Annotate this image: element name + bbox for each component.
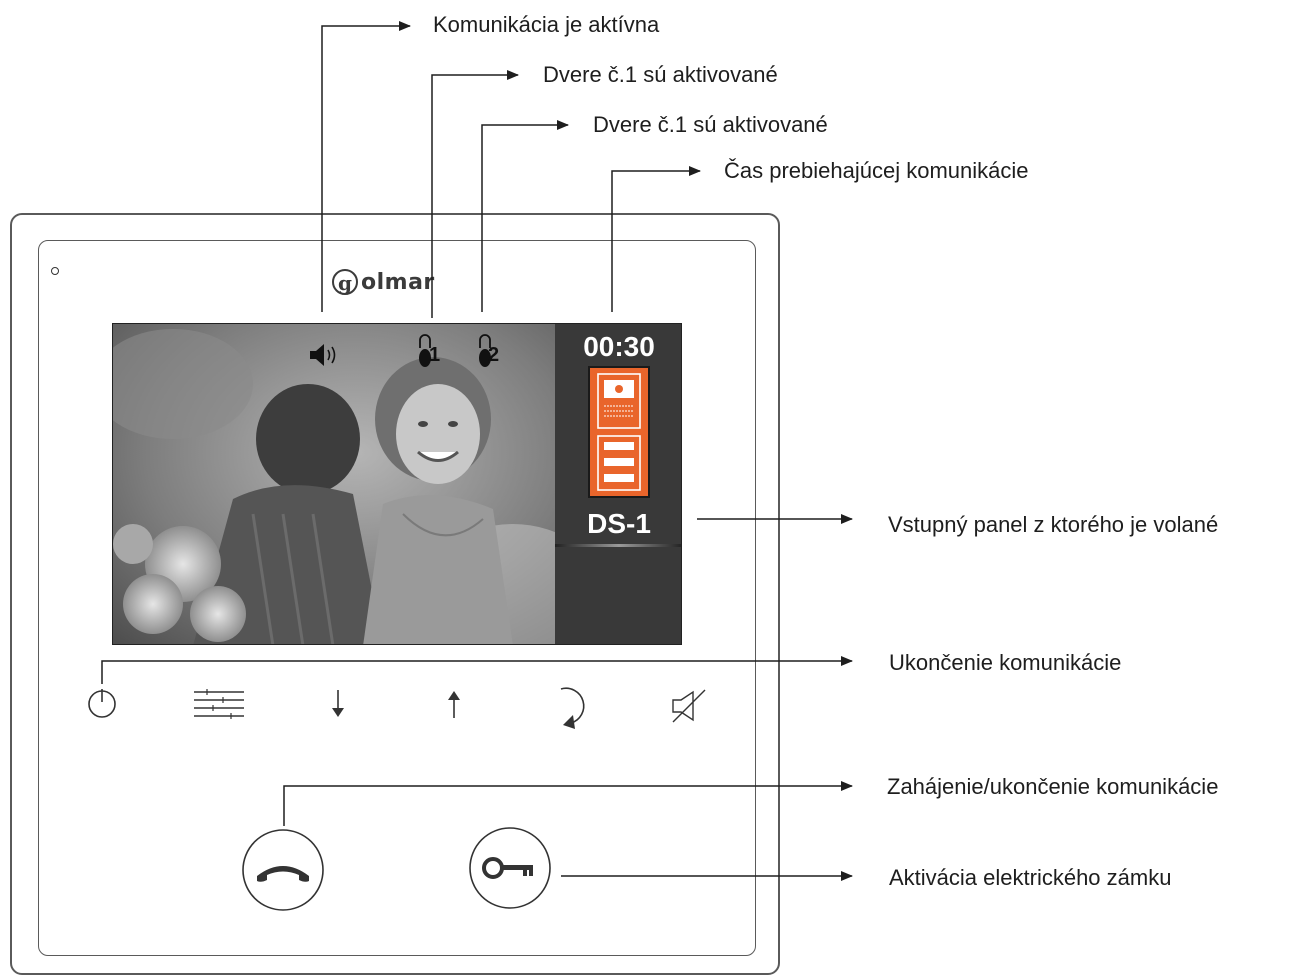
handset-button[interactable] xyxy=(241,828,325,912)
key-icon xyxy=(482,857,533,879)
sidebar-divider xyxy=(555,544,681,547)
brand-name: olmar xyxy=(361,269,435,295)
callout-end-communication: Ukončenie komunikácie xyxy=(889,650,1122,675)
call-info-sidebar: 00:30 DS-1 xyxy=(555,324,681,644)
door1-label: 1 xyxy=(429,344,441,366)
entry-panel-icon xyxy=(588,366,650,498)
settings-sliders-icon[interactable] xyxy=(193,688,245,720)
rotate-icon[interactable] xyxy=(549,683,593,731)
brand-initial: g xyxy=(332,269,358,295)
light-sensor xyxy=(51,267,59,275)
callout-lock-activation: Aktivácia elektrického zámku xyxy=(889,865,1172,890)
communication-active-icon xyxy=(310,344,336,366)
door2-label: 2 xyxy=(488,344,500,366)
monitor-face xyxy=(38,240,756,956)
brand-logo: g olmar xyxy=(332,265,435,299)
callout-call-time: Čas prebiehajúcej komunikácie xyxy=(724,158,1029,183)
calling-panel-name: DS-1 xyxy=(587,508,651,539)
door2-lock-icon xyxy=(479,334,491,367)
callout-communication-active: Komunikácia je aktívna xyxy=(433,12,660,37)
mute-icon[interactable] xyxy=(669,688,709,724)
handset-icon xyxy=(257,866,309,882)
door-key-button[interactable] xyxy=(468,826,552,910)
callout-start-end-communication: Zahájenie/ukončenie komunikácie xyxy=(887,774,1219,799)
callout-door2-activated: Dvere č.1 sú aktivované xyxy=(593,112,828,137)
callout-calling-panel: Vstupný panel z ktorého je volané xyxy=(888,512,1219,537)
power-icon[interactable] xyxy=(85,686,119,720)
arrow-up-icon[interactable] xyxy=(444,688,464,720)
arrow-down-icon[interactable] xyxy=(328,688,348,720)
door1-lock-icon xyxy=(419,334,431,367)
video-screen: 1 2 00:30 DS-1 xyxy=(112,323,682,645)
call-timer: 00:30 xyxy=(583,331,655,362)
callout-door1-activated: Dvere č.1 sú aktivované xyxy=(543,62,778,87)
camera-image xyxy=(113,324,555,644)
